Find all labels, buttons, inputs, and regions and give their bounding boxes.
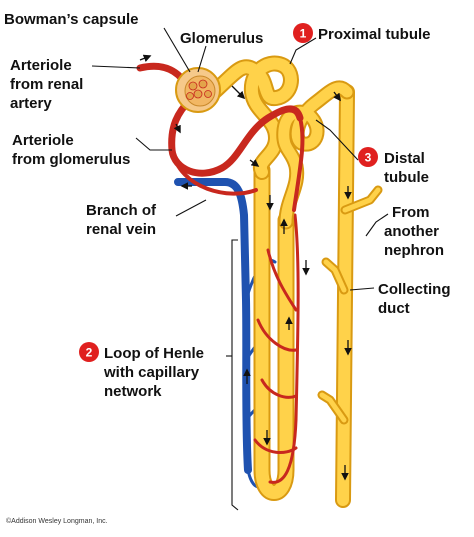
label-arteriole-glomerulus: Arteriole from glomerulus xyxy=(12,132,130,168)
efferent-arteriole xyxy=(168,96,305,212)
marker-loop: 2 xyxy=(79,342,99,362)
proximal-tubule xyxy=(206,55,299,180)
flow-arrows xyxy=(139,54,352,481)
label-from-another-nephron: From another nephron xyxy=(384,204,444,259)
leader-lines xyxy=(91,27,389,511)
label-distal-tubule: Distal tubule xyxy=(384,150,429,186)
label-branch-renal-vein: Branch of renal vein xyxy=(86,202,160,238)
marker-distal: 3 xyxy=(358,147,378,167)
glomerulus xyxy=(186,79,212,100)
capillary-network xyxy=(253,213,300,484)
distal-tubule xyxy=(276,80,355,230)
label-proximal-tubule: Proximal tubule xyxy=(318,26,431,43)
svg-text:1: 1 xyxy=(300,27,307,41)
label-arteriole-renal-artery: Arteriole from renal artery xyxy=(10,57,88,112)
label-collecting-duct: Collecting duct xyxy=(378,281,455,317)
svg-text:2: 2 xyxy=(86,346,93,360)
label-glomerulus: Glomerulus xyxy=(180,30,263,47)
collecting-duct xyxy=(317,84,383,508)
svg-text:3: 3 xyxy=(365,151,372,165)
label-bowmans-capsule: Bowman’s capsule xyxy=(4,11,139,28)
label-loop-of-henle: Loop of Henle with capillary network xyxy=(103,345,208,400)
copyright-notice: ©Addison Wesley Longman, Inc. xyxy=(6,517,108,525)
marker-proximal: 1 xyxy=(293,23,313,43)
